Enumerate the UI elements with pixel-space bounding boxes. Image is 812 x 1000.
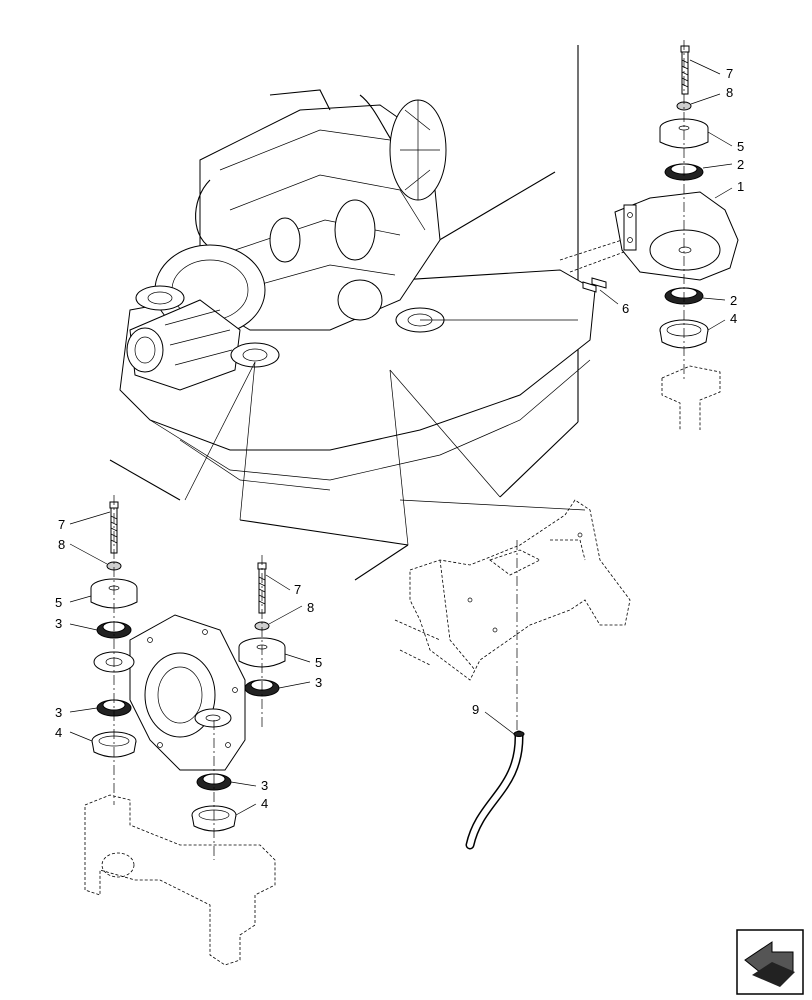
callout-4: 4 bbox=[730, 311, 737, 326]
hydraulic-pump bbox=[126, 299, 241, 391]
callout-8: 8 bbox=[307, 600, 314, 615]
callout-2: 2 bbox=[730, 293, 737, 308]
callout-3: 3 bbox=[55, 616, 62, 631]
callout-7: 7 bbox=[58, 517, 65, 532]
callout-8: 8 bbox=[58, 537, 65, 552]
callout-7: 7 bbox=[294, 582, 301, 597]
callout-9: 9 bbox=[472, 702, 479, 717]
callout-1: 1 bbox=[737, 179, 744, 194]
mount-stack-middle bbox=[238, 555, 286, 730]
callout-6: 6 bbox=[622, 301, 629, 316]
callout-3: 3 bbox=[261, 778, 268, 793]
callout-4: 4 bbox=[261, 796, 268, 811]
callout-8: 8 bbox=[726, 85, 733, 100]
callout-5: 5 bbox=[315, 655, 322, 670]
callout-3: 3 bbox=[315, 675, 322, 690]
bolt bbox=[680, 45, 690, 95]
bracket-group-top-right bbox=[559, 40, 739, 430]
nav-arrow-icon[interactable] bbox=[736, 929, 804, 995]
bracket-group-left bbox=[84, 495, 276, 966]
callout-labels: 7 8 5 2 1 6 2 4 7 8 5 3 3 4 3 4 7 8 5 3 … bbox=[55, 66, 744, 811]
fan bbox=[389, 99, 447, 201]
callout-5: 5 bbox=[55, 595, 62, 610]
lower-frame-right bbox=[394, 499, 631, 730]
drain-hose bbox=[465, 730, 525, 850]
callout-4: 4 bbox=[55, 725, 62, 740]
callout-2: 2 bbox=[737, 157, 744, 172]
engine-assembly bbox=[119, 89, 596, 546]
callout-leaders bbox=[69, 59, 733, 816]
callout-7: 7 bbox=[726, 66, 733, 81]
callout-3: 3 bbox=[55, 705, 62, 720]
callout-5: 5 bbox=[737, 139, 744, 154]
